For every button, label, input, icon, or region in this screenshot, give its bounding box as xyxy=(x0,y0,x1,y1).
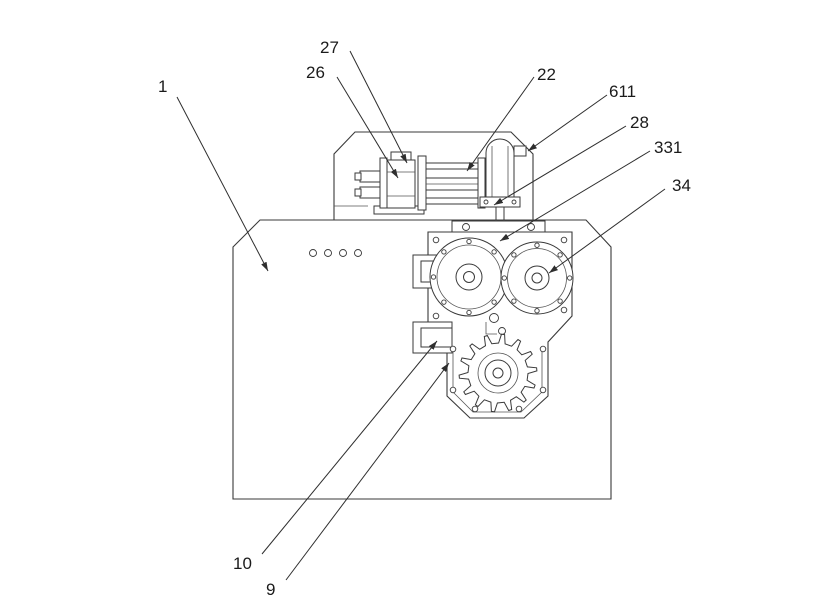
plate-inner-outline xyxy=(452,346,543,413)
right-wheel xyxy=(500,241,574,315)
left-wheel xyxy=(429,237,509,317)
idler-fittings xyxy=(485,313,506,335)
part-labels: 1 27 26 22 611 28 331 34 10 9 xyxy=(158,38,691,599)
leader-1 xyxy=(176,96,269,272)
drive-gear xyxy=(458,333,538,413)
connector-pin-upper xyxy=(354,172,362,181)
right-wheel-ring xyxy=(507,248,567,308)
connector-pin-lower xyxy=(354,188,362,197)
leader-611 xyxy=(527,94,608,152)
cylinder-dome xyxy=(485,138,515,198)
left-wheel-shaft xyxy=(463,271,475,283)
part-label-28: 28 xyxy=(630,113,649,132)
clamp-bar-bolt xyxy=(462,223,470,231)
part-label-10: 10 xyxy=(233,554,252,573)
part-label-9: 9 xyxy=(266,580,275,599)
motor-back-plate xyxy=(379,157,388,209)
leader-10 xyxy=(261,340,438,555)
part-label-27: 27 xyxy=(320,38,339,57)
leader-26 xyxy=(336,76,399,179)
leader-27 xyxy=(349,50,408,164)
part-label-34: 34 xyxy=(672,176,691,195)
slide-unit xyxy=(417,155,487,211)
motor-top-cap xyxy=(390,151,412,161)
leader-22 xyxy=(466,76,535,172)
part-label-331: 331 xyxy=(654,138,682,157)
part-label-1: 1 xyxy=(158,77,167,96)
guide-rod-upper xyxy=(425,162,487,170)
body-vent-holes xyxy=(309,249,362,257)
leader-28 xyxy=(493,125,627,206)
motor-connector-upper xyxy=(359,170,381,183)
leader-34 xyxy=(548,188,666,274)
flange-bolt xyxy=(483,199,489,205)
clamp-block-lower xyxy=(412,321,453,354)
idler-circle xyxy=(489,313,499,323)
slide-bracket-left xyxy=(417,155,427,211)
gear-shaft xyxy=(492,367,504,379)
leader-331 xyxy=(499,150,651,242)
part-label-611: 611 xyxy=(609,82,636,101)
idler-circle xyxy=(498,327,506,335)
gear-ring xyxy=(477,352,519,394)
motor-connector-lower xyxy=(359,186,381,199)
flange-bolt xyxy=(511,199,517,205)
part-label-26: 26 xyxy=(306,63,325,82)
leader-lines xyxy=(176,50,666,581)
idler-bracket xyxy=(485,322,497,335)
clamp-bar-bolt xyxy=(527,223,535,231)
cylinder-side-fitting xyxy=(513,145,527,157)
guide-rod-lower xyxy=(425,197,487,205)
plate-bolts xyxy=(432,236,568,413)
slide-bracket-right xyxy=(477,157,486,209)
leader-9 xyxy=(285,362,450,581)
clamp-lower-inner xyxy=(420,327,453,348)
part-label-22: 22 xyxy=(537,65,556,84)
right-wheel-shaft xyxy=(531,272,543,284)
cylinder-rod xyxy=(495,206,505,221)
